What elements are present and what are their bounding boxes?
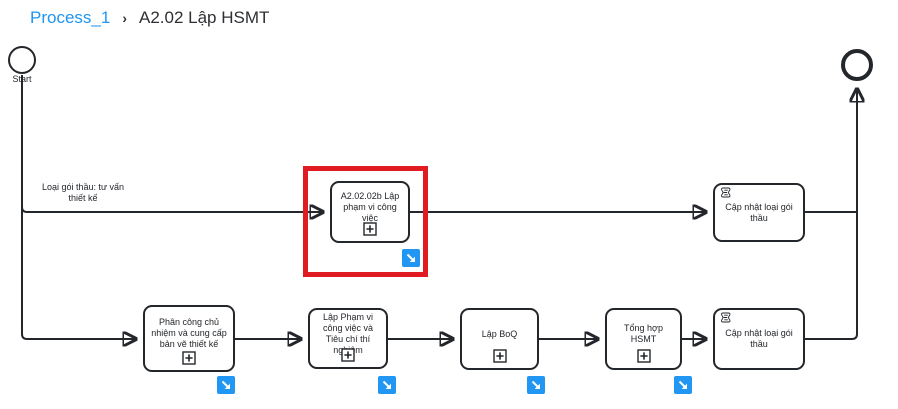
breadcrumb-current-page: A2.02 Lập HSMT: [139, 8, 270, 27]
task-tong-hop-hsmt[interactable]: Tổng hợp HSMT: [605, 308, 682, 370]
subprocess-plus-icon: [492, 349, 507, 366]
chevron-right-icon: ›: [122, 10, 127, 26]
drilldown-badge-boq[interactable]: [527, 376, 545, 394]
script-task-icon: [719, 187, 732, 202]
start-event-label: Start: [12, 74, 32, 84]
flow-condition-label: Loại gói thầu: tư vấn thiết kế: [41, 182, 125, 203]
arrow-down-right-icon: [678, 380, 687, 389]
task-label: A2.02.02b Lập phạm vi công việc: [340, 190, 400, 223]
subprocess-plus-icon: [182, 351, 196, 368]
task-cap-nhat-loai-goi-thau-bottom[interactable]: Cập nhật loại gói thầu: [713, 308, 805, 370]
task-label: Lập BoQ: [481, 328, 518, 339]
breadcrumb-link-process[interactable]: Process_1: [30, 8, 111, 27]
arrow-down-right-icon: [221, 380, 230, 389]
arrow-down-right-icon: [531, 380, 540, 389]
subprocess-plus-icon: [636, 349, 651, 366]
drilldown-badge-tonghop[interactable]: [674, 376, 692, 394]
subprocess-plus-icon: [363, 222, 377, 239]
task-label: Cập nhật loại gói thầu: [725, 328, 793, 349]
task-lap-boq[interactable]: Lập BoQ: [460, 308, 539, 370]
script-task-icon: [719, 312, 732, 327]
task-label: Tổng hợp HSMT: [624, 323, 663, 344]
drilldown-badge-task1[interactable]: [217, 376, 235, 394]
task-a20202b-lap-pham-vi-cong-viec[interactable]: A2.02.02b Lập phạm vi công việc: [330, 181, 410, 243]
arrow-down-right-icon: [406, 253, 415, 262]
breadcrumb: Process_1 › A2.02 Lập HSMT: [30, 8, 269, 28]
task-phan-cong-chu-nhiem[interactable]: Phân công chủ nhiệm và cung cấp bản vẽ t…: [143, 305, 235, 372]
task-label: Cập nhật loại gói thầu: [725, 201, 793, 223]
end-event[interactable]: [841, 49, 873, 81]
subprocess-plus-icon: [341, 348, 355, 365]
task-cap-nhat-loai-goi-thau-top[interactable]: Cập nhật loại gói thầu: [713, 183, 805, 242]
drilldown-badge-highlighted-task[interactable]: [402, 249, 420, 267]
drilldown-badge-task2[interactable]: [378, 376, 396, 394]
task-label: Phân công chủ nhiệm và cung cấp bản vẽ t…: [151, 317, 227, 349]
start-event[interactable]: [8, 46, 36, 74]
task-lap-pham-vi-tieu-chi[interactable]: Lập Phạm vi công việc và Tiêu chí thí ng…: [308, 308, 388, 369]
flow-start-to-bottom-row: [21, 75, 136, 339]
arrow-down-right-icon: [382, 380, 391, 389]
flow-bottom-update-to-end-event: [805, 89, 857, 340]
